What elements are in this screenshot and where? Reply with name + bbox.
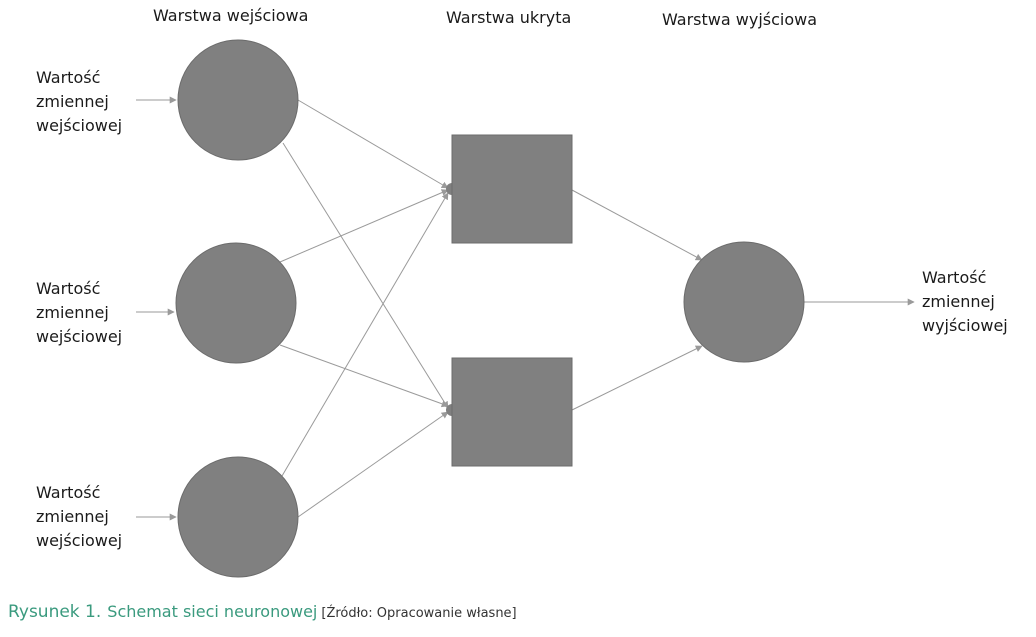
input-label-3: Wartość zmiennej wejściowej <box>36 483 123 550</box>
input-node-1 <box>177 39 299 161</box>
input-layer-title: Warstwa wejściowa <box>153 6 309 25</box>
output-layer-title: Warstwa wyjściowa <box>662 10 818 29</box>
edge-in2-h1 <box>279 189 449 263</box>
edge-h2-out <box>571 345 703 411</box>
figure-number: Rysunek 1. <box>8 602 102 622</box>
input-label-2: Wartość zmiennej wejściowej <box>36 279 123 346</box>
input-node-3 <box>177 456 299 578</box>
edge-in1-h1 <box>297 99 449 189</box>
edge-in3-h2 <box>297 411 449 518</box>
hidden-layer-title: Warstwa ukryta <box>446 8 572 27</box>
edge-h1-out <box>571 189 703 261</box>
output-label: Wartość zmiennej wyjściowej <box>922 268 1008 335</box>
hidden-node-1 <box>451 134 573 244</box>
output-node <box>683 241 805 363</box>
figure-title: Schemat sieci neuronowej <box>107 602 318 621</box>
edge-in1-h2 <box>282 142 449 409</box>
hidden-node-2 <box>451 357 573 467</box>
figure-source: [Źródło: Opracowanie własne] <box>321 606 517 621</box>
figure-caption: Rysunek 1. Schemat sieci neuronowej[Źródł… <box>8 602 517 622</box>
input-label-1: Wartość zmiennej wejściowej <box>36 68 123 135</box>
input-node-2 <box>175 242 297 364</box>
edge-in3-h1 <box>281 192 449 477</box>
edge-in2-h2 <box>279 344 449 408</box>
